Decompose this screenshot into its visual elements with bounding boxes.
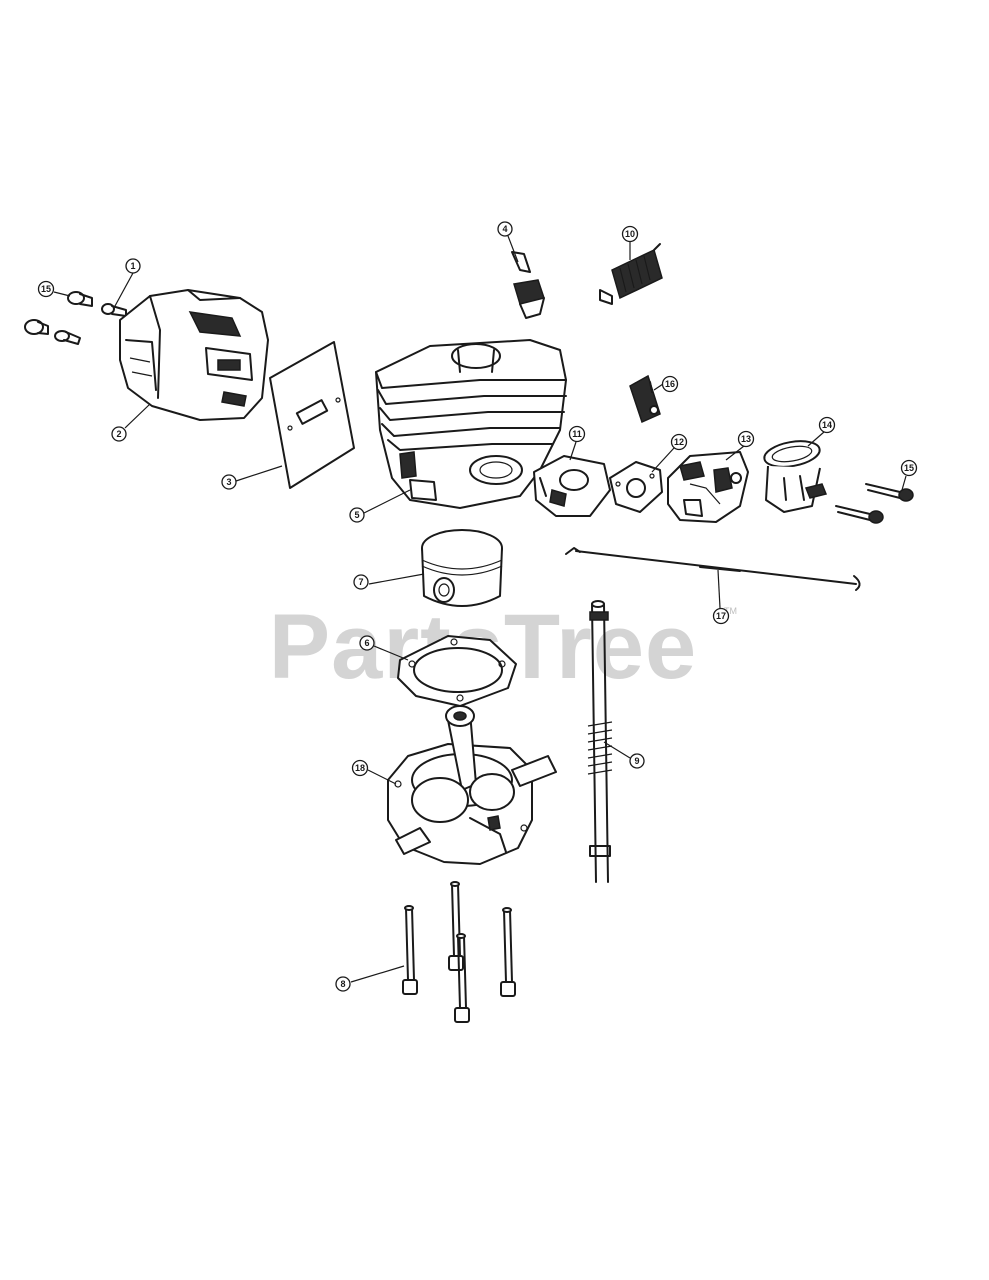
part-18-crankcase[interactable] (387, 705, 557, 865)
callout-8[interactable]: 8 (335, 976, 351, 992)
part-5-cylinder[interactable] (375, 339, 567, 509)
part-6-base-gasket[interactable] (397, 635, 517, 707)
part-3-gasket-plate[interactable] (269, 341, 355, 489)
callout-13[interactable]: 13 (737, 430, 755, 448)
callout-13-label: 13 (741, 434, 751, 444)
callout-3-label: 3 (226, 477, 231, 487)
callout-2-label: 2 (116, 429, 121, 439)
callout-17[interactable]: 17 (712, 607, 730, 625)
part-8-bolts[interactable] (402, 881, 516, 1023)
callout-18-label: 18 (355, 763, 365, 773)
callout-18[interactable]: 18 (351, 759, 369, 777)
callout-11[interactable]: 11 (568, 425, 586, 443)
callout-12-label: 12 (674, 437, 684, 447)
callout-15-left[interactable]: 15 (37, 280, 55, 298)
part-10-ignition-spring[interactable] (599, 243, 663, 305)
callout-2[interactable]: 2 (111, 426, 127, 442)
callout-7[interactable]: 7 (353, 574, 369, 590)
part-1-screw[interactable] (101, 303, 127, 317)
callout-9[interactable]: 9 (629, 753, 645, 769)
callout-14[interactable]: 14 (818, 416, 836, 434)
part-14-intake-boot[interactable] (762, 437, 828, 513)
callout-8-label: 8 (340, 979, 345, 989)
callout-5[interactable]: 5 (349, 507, 365, 523)
callout-5-label: 5 (354, 510, 359, 520)
callout-6-label: 6 (364, 638, 369, 648)
callout-15-right[interactable]: 15 (900, 459, 918, 477)
callout-9-label: 9 (634, 756, 639, 766)
callout-17-label: 17 (716, 611, 726, 621)
part-4-spark-plug[interactable] (511, 251, 545, 319)
watermark-trademark: TM (724, 606, 737, 616)
leader-lines (53, 235, 907, 983)
callout-12[interactable]: 12 (670, 433, 688, 451)
part-17-throttle-rod[interactable] (565, 547, 861, 591)
callout-16-upper[interactable]: 16 (661, 375, 679, 393)
part-7-piston[interactable] (421, 529, 503, 607)
part-2-muffler[interactable] (119, 289, 269, 421)
callout-11-label: 11 (572, 429, 582, 439)
part-15-screws-right[interactable] (835, 483, 914, 524)
callout-14-label: 14 (822, 420, 832, 430)
callout-7-label: 7 (358, 577, 363, 587)
callout-15-right-label: 15 (904, 463, 914, 473)
callout-6[interactable]: 6 (359, 635, 375, 651)
part-13-carburetor[interactable] (667, 451, 749, 523)
part-15-screws-left[interactable] (24, 291, 93, 345)
callout-4-label: 4 (502, 224, 507, 234)
callout-10-label: 10 (625, 229, 635, 239)
part-12-gasket[interactable] (609, 461, 663, 513)
callout-10[interactable]: 10 (621, 225, 639, 243)
part-9-drive-shaft[interactable] (587, 600, 613, 883)
callout-4[interactable]: 4 (497, 221, 513, 237)
callout-1[interactable]: 1 (125, 258, 141, 274)
callout-15-left-label: 15 (41, 284, 51, 294)
part-16-clip[interactable] (629, 374, 661, 424)
callout-1-label: 1 (130, 261, 135, 271)
callout-16-upper-label: 16 (665, 379, 675, 389)
callout-3[interactable]: 3 (221, 474, 237, 490)
part-11-intake-adapter[interactable] (533, 455, 611, 517)
